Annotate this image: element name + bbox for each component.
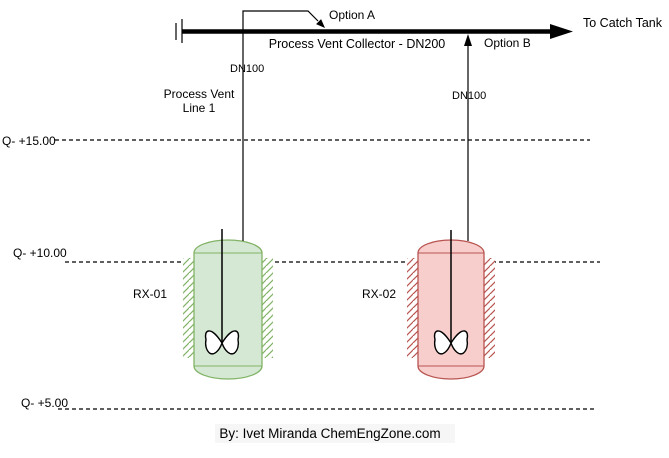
vent-collector-header: Process Vent Collector - DN200 To Catch … [175, 16, 663, 51]
rx01-impeller-icon [204, 330, 240, 355]
rx01-vessel [193, 239, 263, 380]
vent-line1: DN100 Process Vent Line 1 Option A [164, 8, 375, 241]
vent-line1-label-row1: Process Vent [164, 87, 235, 101]
vent-line2: DN100 Option B [452, 34, 531, 241]
vent-line1-label-row2: Line 1 [183, 101, 216, 115]
option-b-label: Option B [484, 36, 531, 50]
arrowhead-up-icon [464, 34, 472, 46]
catch-tank-label: To Catch Tank [583, 16, 663, 30]
rx02-tag-label: RX-02 [362, 287, 396, 301]
footer-band [215, 424, 455, 443]
rx01-tag-label: RX-01 [133, 287, 167, 301]
rx01-wall-hatch-left [183, 258, 194, 358]
footer: By: Ivet Miranda ChemEngZone.com [215, 424, 455, 443]
elevation-5-label: Q- +5.00 [21, 396, 68, 410]
vent-line2-size-label: DN100 [452, 90, 486, 102]
elevation-10-label: Q- +10.00 [13, 246, 67, 260]
elevation-lines: Q- +15.00 Q- +10.00 Q- +5.00 [2, 134, 600, 410]
rx01-vessel-tangent-lines [194, 252, 262, 367]
reactor-rx01: RX-01 [133, 229, 273, 380]
rx02-wall-hatch-left [407, 258, 418, 358]
rx02-impeller-icon [433, 330, 469, 355]
vent-line1-size-label: DN100 [230, 63, 264, 75]
footer-credit: By: Ivet Miranda ChemEngZone.com [219, 426, 440, 441]
rx01-wall-hatch-right [262, 258, 273, 358]
rx02-wall-hatch-right [484, 258, 495, 358]
collector-label: Process Vent Collector - DN200 [269, 37, 446, 51]
elevation-15-label: Q- +15.00 [2, 134, 56, 148]
arrowhead-right-icon [550, 24, 573, 39]
option-a-label: Option A [329, 8, 375, 22]
vent-line1-pipe [242, 10, 319, 241]
reactor-rx02: RX-02 [362, 230, 495, 380]
arrowhead-down-right-icon [316, 19, 325, 28]
